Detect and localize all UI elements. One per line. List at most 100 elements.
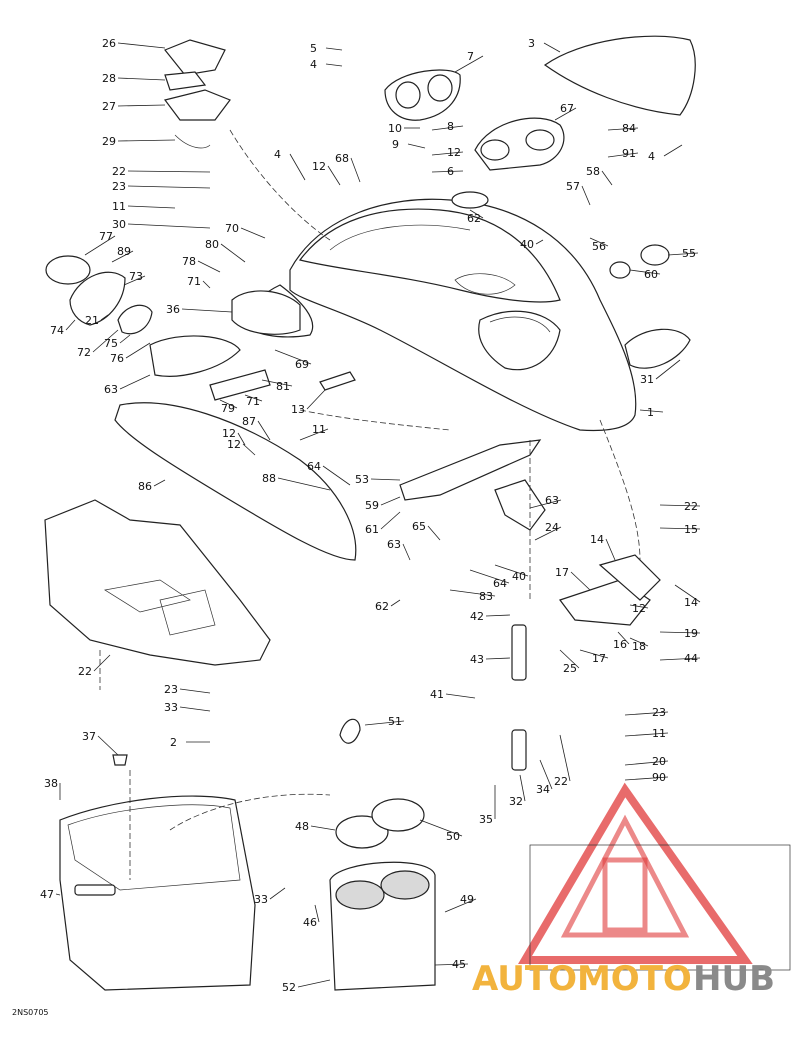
callout-leader <box>299 428 329 441</box>
callout-leader <box>559 734 571 782</box>
callout-number: 18 <box>632 640 646 653</box>
callout-leader <box>274 349 312 365</box>
callout-leader <box>419 819 463 837</box>
callout-leader <box>543 42 561 53</box>
callout-number: 43 <box>470 653 484 666</box>
callout-number: 23 <box>164 683 178 696</box>
callout-leader <box>629 637 649 647</box>
callout-number: 76 <box>110 352 124 365</box>
callout-number: 23 <box>652 706 666 719</box>
callout-leader <box>55 893 61 896</box>
callout-number: 72 <box>77 346 91 359</box>
watermark-text-automoto: AUTOMOTO <box>472 959 692 999</box>
callout-number: 83 <box>479 590 493 603</box>
callout-leader <box>111 250 134 263</box>
callout-leader <box>534 526 562 541</box>
callout-number: 57 <box>566 180 580 193</box>
vent-cover-31 <box>624 328 691 369</box>
grip-72 <box>117 304 153 335</box>
callout-leader <box>617 631 630 645</box>
grip-77 <box>45 255 91 285</box>
callout-leader <box>179 706 211 712</box>
callout-number: 29 <box>102 135 116 148</box>
callout-number: 91 <box>622 147 636 160</box>
callout-number: 17 <box>592 652 606 665</box>
callout-leader <box>570 571 591 591</box>
callout-leader <box>449 589 496 597</box>
callout-number: 63 <box>387 538 401 551</box>
inset-box-52 <box>529 844 791 971</box>
callout-leader <box>127 223 211 229</box>
callout-leader <box>485 614 511 617</box>
callout-number: 20 <box>652 755 666 768</box>
callout-number: 22 <box>684 500 698 513</box>
callout-leader <box>181 308 233 313</box>
callout-leader <box>607 152 639 158</box>
callout-number: 5 <box>310 42 317 55</box>
callout-leader <box>117 104 166 107</box>
callout-number: 62 <box>375 600 389 613</box>
callout-number: 71 <box>246 395 260 408</box>
callout-number: 2 <box>170 736 177 749</box>
callout-number: 63 <box>104 383 118 396</box>
callout-leader <box>519 774 526 802</box>
callout-number: 30 <box>112 218 126 231</box>
callout-number: 70 <box>225 222 239 235</box>
callout-number: 32 <box>509 795 523 808</box>
callout-leader <box>261 379 293 387</box>
watermark-text-hub: HUB <box>693 959 775 999</box>
storage-bin <box>59 795 256 991</box>
callout-leader <box>242 443 256 456</box>
callout-number: 34 <box>536 783 550 796</box>
callout-leader <box>581 185 591 206</box>
callout-number: 67 <box>560 102 574 115</box>
callout-leader <box>127 205 176 209</box>
callout-leader <box>494 564 529 577</box>
cup-ring-47 <box>335 815 389 849</box>
callout-number: 7 <box>467 50 474 63</box>
side-rail-85 <box>114 402 357 561</box>
callout-leader <box>535 239 544 245</box>
callout-leader <box>93 654 111 672</box>
callout-leader <box>579 649 609 659</box>
callout-leader <box>370 478 401 481</box>
callout-leader <box>407 143 426 149</box>
bracket-79 <box>209 369 271 401</box>
part-28 <box>164 71 207 91</box>
callout-leader <box>84 235 116 256</box>
callout-number: 12 <box>447 146 461 159</box>
callout-number: 27 <box>102 100 116 113</box>
callout-number: 25 <box>563 662 577 675</box>
callout-number: 86 <box>138 480 152 493</box>
callout-leader <box>240 227 266 239</box>
callout-number: 73 <box>129 270 143 283</box>
callout-number: 40 <box>512 570 526 583</box>
plug-60 <box>609 261 631 279</box>
callout-leader <box>202 280 211 289</box>
callout-number: 64 <box>493 577 507 590</box>
callout-leader <box>659 527 701 530</box>
callout-number: 24 <box>545 521 559 534</box>
callout-number: 61 <box>365 523 379 536</box>
bracket-15 <box>598 554 661 601</box>
callout-number: 11 <box>312 423 326 436</box>
callout-number: 15 <box>684 523 698 536</box>
callout-number: 22 <box>112 165 126 178</box>
callout-number: 11 <box>112 200 126 213</box>
handlebar-36 <box>231 290 301 335</box>
callout-leader <box>659 657 701 661</box>
callout-number: 14 <box>590 533 604 546</box>
callout-number: 4 <box>648 150 655 163</box>
callout-number: 42 <box>470 610 484 623</box>
callout-number: 33 <box>164 701 178 714</box>
callout-number: 89 <box>117 245 131 258</box>
callout-number: 49 <box>460 893 474 906</box>
callout-number: 60 <box>644 268 658 281</box>
callout-leader <box>402 543 411 561</box>
callout-number: 37 <box>82 730 96 743</box>
callout-leader <box>380 511 401 530</box>
callout-leader <box>559 649 580 669</box>
callout-leader <box>220 243 246 263</box>
grip-assembly-73 <box>69 271 126 326</box>
